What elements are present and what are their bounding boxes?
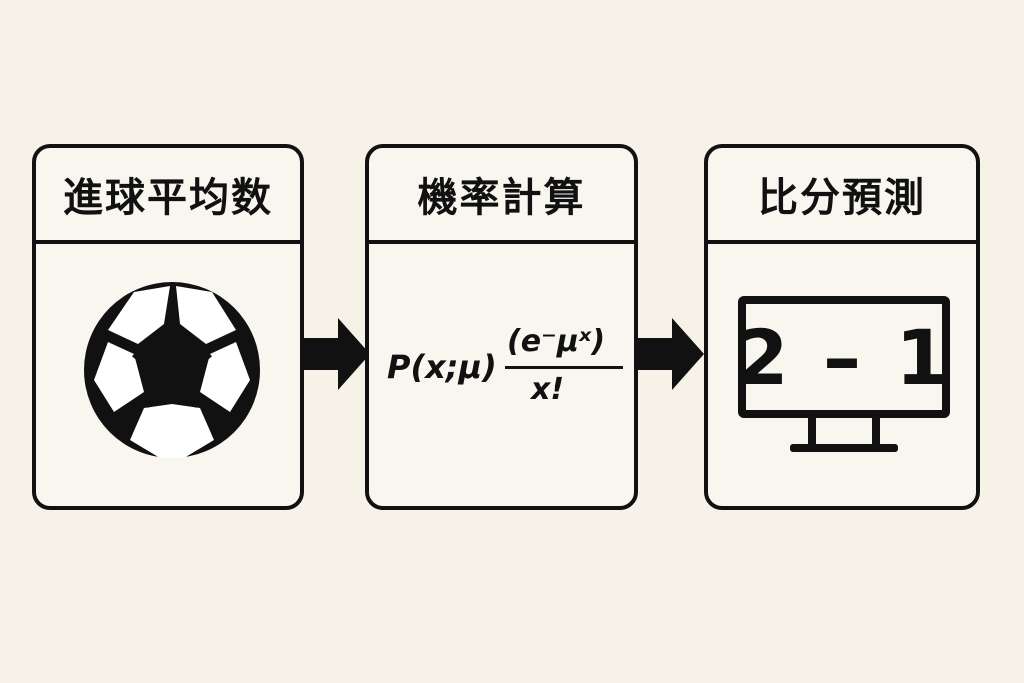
monitor-stand <box>790 418 898 452</box>
step-body: P(x;μ) (e⁻μˣ) x! <box>369 244 634 506</box>
arrow-right-icon <box>302 318 370 390</box>
fraction-bar <box>505 366 623 369</box>
formula-denominator: x! <box>531 372 565 407</box>
step-probability: 機率計算 P(x;μ) (e⁻μˣ) x! <box>365 144 638 510</box>
soccer-ball-icon <box>84 282 260 458</box>
monitor-icon: 2 – 1 <box>734 296 950 476</box>
step-score-prediction: 比分預測 2 – 1 <box>704 144 980 510</box>
arrow-right-icon <box>636 318 704 390</box>
step-header: 比分預測 <box>708 148 976 244</box>
step-header: 機率計算 <box>369 148 634 244</box>
formula-numerator: (e⁻μˣ) <box>507 324 606 359</box>
step-body: 2 – 1 <box>708 244 976 506</box>
step-goal-average: 進球平均数 <box>32 144 304 510</box>
poisson-formula: P(x;μ) (e⁻μˣ) x! <box>381 324 631 414</box>
step-title: 比分預測 <box>758 175 926 221</box>
step-body <box>36 244 300 506</box>
monitor-screen: 2 – 1 <box>735 296 953 418</box>
step-title: 機率計算 <box>417 175 586 221</box>
step-title: 進球平均数 <box>63 175 273 221</box>
formula-lhs: P(x;μ) <box>387 348 497 386</box>
step-header: 進球平均数 <box>36 148 300 244</box>
predicted-score: 2 – 1 <box>735 312 953 402</box>
